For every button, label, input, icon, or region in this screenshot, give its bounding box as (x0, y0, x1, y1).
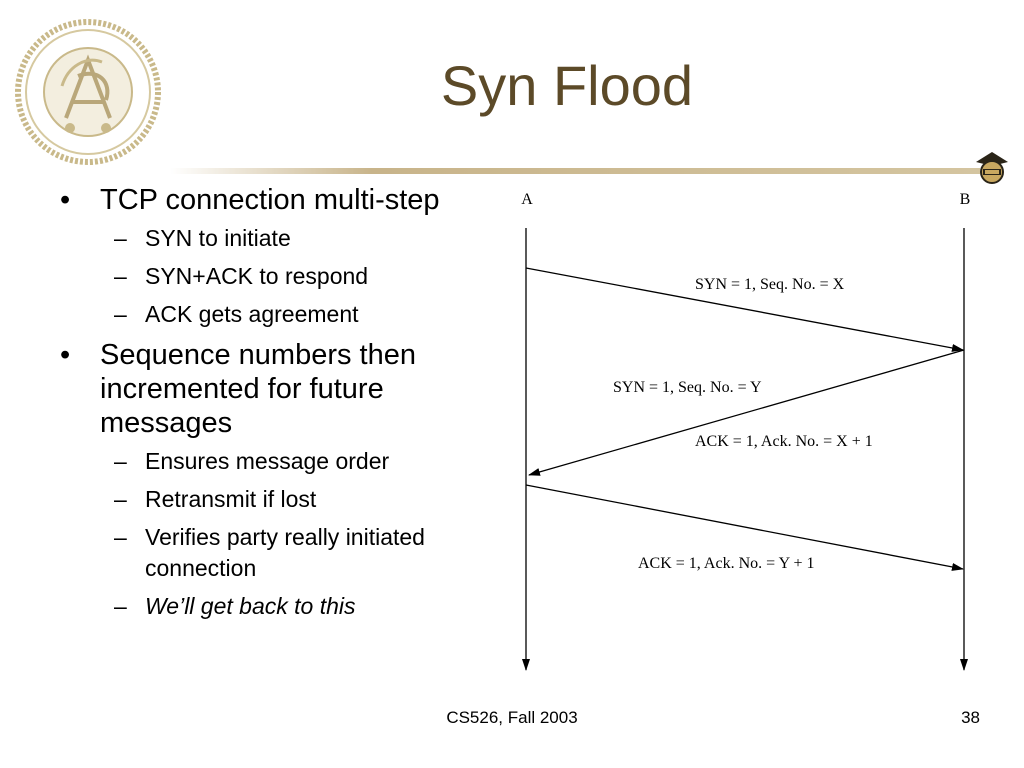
footer-course: CS526, Fall 2003 (446, 708, 578, 727)
bullet-dot: • (60, 184, 71, 216)
sub-bullet-item: – We’ll get back to this (50, 591, 500, 622)
dash: – (114, 593, 127, 619)
dash: – (114, 263, 127, 289)
dash: – (114, 486, 127, 512)
slide-number: 38 (961, 708, 980, 727)
dash: – (114, 448, 127, 474)
sub-bullet-text: SYN+ACK to respond (145, 263, 369, 289)
syn-ack-arrow (528, 349, 965, 476)
sub-bullet-item: – Ensures message order (50, 446, 500, 477)
sub-bullet-item: – Retransmit if lost (50, 484, 500, 515)
title-underline-divider (170, 168, 980, 174)
host-b-label: B (960, 191, 971, 208)
sub-bullet-text: Ensures message order (145, 448, 390, 474)
bullet-dot: • (60, 339, 71, 371)
syn-ack-message-label-ack: ACK = 1, Ack. No. = X + 1 (695, 433, 873, 450)
sub-bullet-item: – Verifies party really initiated connec… (50, 522, 500, 584)
dash: – (114, 225, 127, 251)
syn-arrow (525, 267, 964, 352)
purdue-pete-logo (976, 152, 1008, 184)
sub-bullet-item: – SYN to initiate (50, 223, 500, 254)
host-a-label: A (521, 191, 533, 208)
dash: – (114, 524, 127, 550)
sub-bullet-text: Retransmit if lost (145, 486, 317, 512)
sub-bullet-text: We’ll get back to this (145, 593, 356, 619)
dash: – (114, 301, 127, 327)
bullet-item: • Sequence numbers then incremented for … (50, 338, 500, 440)
sub-bullet-text: Verifies party really initiated connecti… (145, 524, 425, 581)
sub-bullet-item: – ACK gets agreement (50, 299, 500, 330)
tcp-handshake-diagram: A B SYN = 1, Seq. No. = X SYN = 1, Seq. … (521, 191, 971, 671)
ack-message-label: ACK = 1, Ack. No. = Y + 1 (638, 555, 815, 572)
syn-message-label: SYN = 1, Seq. No. = X (695, 276, 845, 293)
bullet-text: TCP connection multi-step (100, 184, 440, 216)
bullet-list: • TCP connection multi-step – SYN to ini… (50, 183, 500, 629)
bullet-text: Sequence numbers then incremented for fu… (100, 339, 416, 439)
sub-bullet-item: – SYN+ACK to respond (50, 261, 500, 292)
bullet-item: • TCP connection multi-step (50, 183, 500, 217)
sub-bullet-text: SYN to initiate (145, 225, 291, 251)
university-seal-logo (15, 19, 161, 165)
slide-title: Syn Flood (440, 54, 694, 117)
ack-arrow (525, 484, 964, 571)
syn-ack-message-label-seq: SYN = 1, Seq. No. = Y (613, 379, 762, 396)
sub-bullet-text: ACK gets agreement (145, 301, 359, 327)
